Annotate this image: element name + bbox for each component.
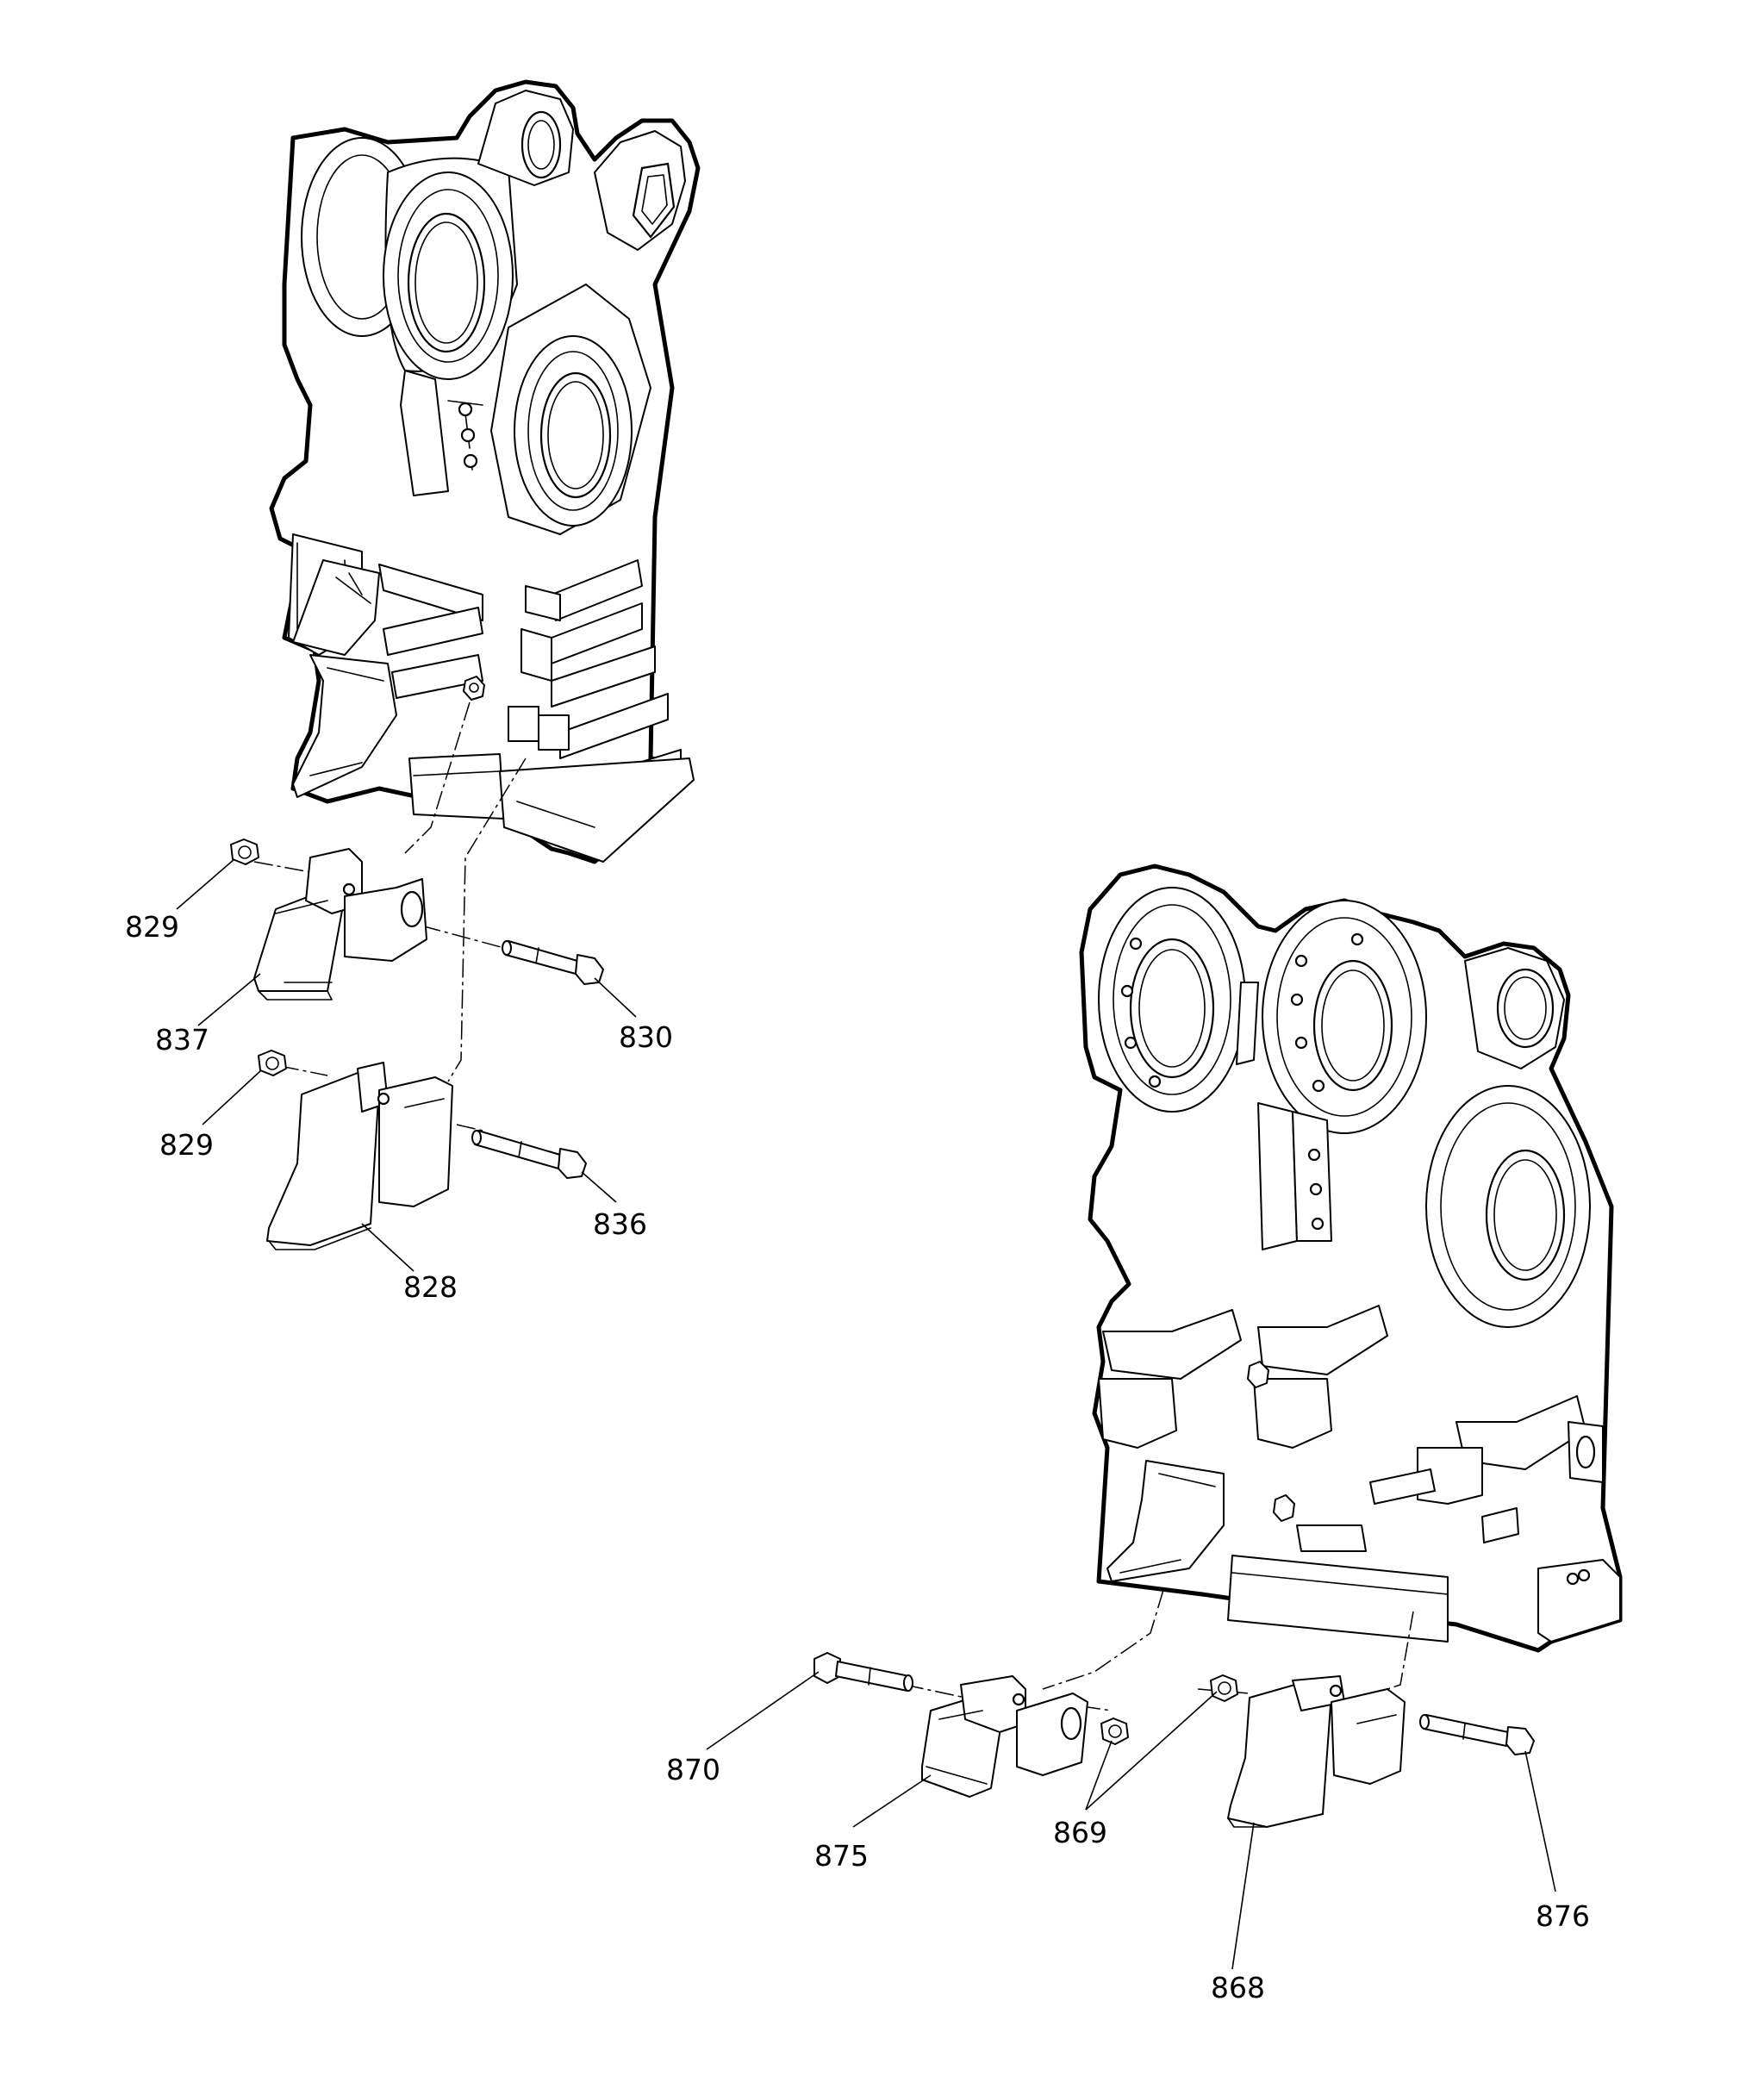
callout-875: 875 bbox=[814, 1839, 869, 1873]
callout-876: 876 bbox=[1536, 1899, 1590, 1933]
callout-868: 868 bbox=[1211, 1971, 1265, 2004]
housing-assembly-lower-right bbox=[1079, 863, 1623, 1653]
bolt-870 bbox=[813, 1652, 913, 1692]
callout-836: 836 bbox=[593, 1207, 647, 1241]
callout-labels: 829 837 830 829 836 828 870 875 869 876 … bbox=[125, 910, 1590, 2004]
wedge-bracket-875 bbox=[921, 1675, 1088, 1798]
callout-828: 828 bbox=[403, 1270, 458, 1304]
hex-nut-829-top bbox=[230, 839, 259, 865]
wedge-bracket-868 bbox=[1227, 1675, 1406, 1828]
callout-829b: 829 bbox=[159, 1128, 214, 1162]
hex-nut-869-a bbox=[1100, 1718, 1129, 1745]
assembly-centerlines bbox=[253, 701, 1414, 1711]
wedge-bracket-837 bbox=[253, 848, 427, 1001]
hex-nut-829-bottom bbox=[258, 1050, 287, 1076]
bolt-830 bbox=[502, 940, 604, 985]
wedge-bracket-828 bbox=[266, 1062, 453, 1250]
housing-assembly-upper-left bbox=[269, 79, 701, 864]
callout-837: 837 bbox=[155, 1023, 209, 1057]
hex-nut-869-b bbox=[1210, 1674, 1238, 1702]
bolt-836 bbox=[471, 1130, 587, 1179]
callout-830: 830 bbox=[619, 1020, 673, 1054]
callout-869: 869 bbox=[1053, 1816, 1107, 1849]
callout-829a: 829 bbox=[125, 910, 179, 944]
bolt-876 bbox=[1419, 1714, 1535, 1755]
callout-870: 870 bbox=[666, 1753, 720, 1786]
leader-lines bbox=[176, 858, 1556, 1970]
